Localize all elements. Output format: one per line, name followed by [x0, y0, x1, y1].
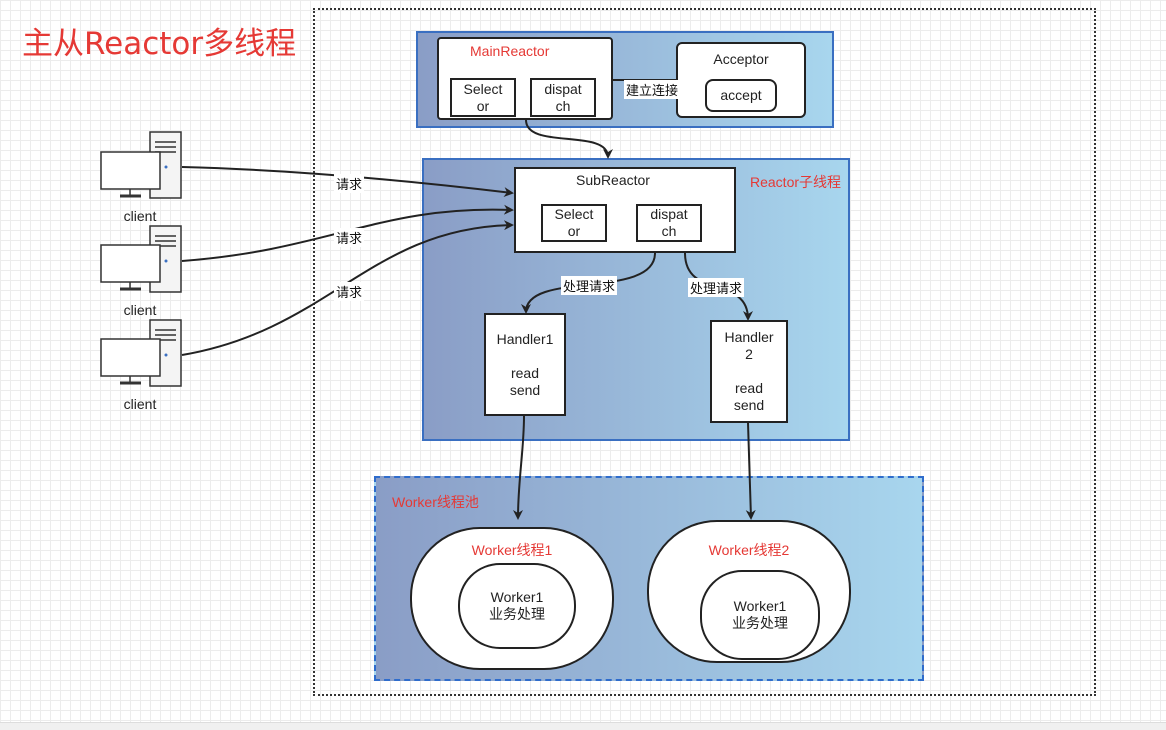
accept-box[interactable]: accept — [705, 79, 777, 112]
client-computer-icon — [100, 319, 182, 387]
edge-label-request-2: 请求 — [334, 228, 365, 247]
main-reactor-label: MainReactor — [470, 43, 550, 59]
edge-label-handle-1: 处理请求 — [561, 276, 618, 295]
worker-pool-label: Worker线程池 — [392, 494, 479, 510]
system-boundary — [313, 8, 1096, 696]
bottom-scroll-strip — [0, 722, 1166, 730]
handler2-box[interactable]: Handler 2 read send — [710, 320, 788, 423]
main-dispatch-box[interactable]: dispat ch — [530, 78, 596, 117]
sub-region-label: Reactor子线程 — [750, 174, 842, 190]
client-label-2: client — [123, 302, 157, 318]
sub-dispatch-box[interactable]: dispat ch — [636, 204, 702, 242]
edge-label-handle-2: 处理请求 — [688, 278, 745, 297]
worker-thread1-label: Worker线程1 — [471, 542, 553, 558]
worker2-task[interactable]: Worker1 业务处理 — [700, 570, 820, 660]
acceptor-label: Acceptor — [713, 51, 769, 67]
client-label-3: client — [123, 396, 157, 412]
page-title: 主从Reactor多线程 — [22, 26, 297, 62]
client-computer-icon — [100, 131, 182, 199]
dispatch-to-subreactor-edge — [525, 119, 613, 159]
sub-selector-box[interactable]: Select or — [541, 204, 607, 242]
worker1-task[interactable]: Worker1 业务处理 — [458, 563, 576, 649]
edge-label-request-3: 请求 — [334, 282, 365, 301]
client-label-1: client — [123, 208, 157, 224]
handler1-to-worker1-edge — [513, 415, 525, 520]
client-computer-icon — [100, 225, 182, 293]
sub-reactor-label: SubReactor — [576, 172, 650, 188]
handler2-to-worker2-edge — [745, 422, 756, 520]
client3-request-edge — [181, 220, 514, 356]
edge-label-request-1: 请求 — [334, 174, 365, 193]
worker-thread2-label: Worker线程2 — [708, 542, 790, 558]
handler1-box[interactable]: Handler1 read send — [484, 313, 566, 416]
main-selector-box[interactable]: Select or — [450, 78, 516, 117]
edge-label-connect: 建立连接 — [624, 80, 681, 99]
